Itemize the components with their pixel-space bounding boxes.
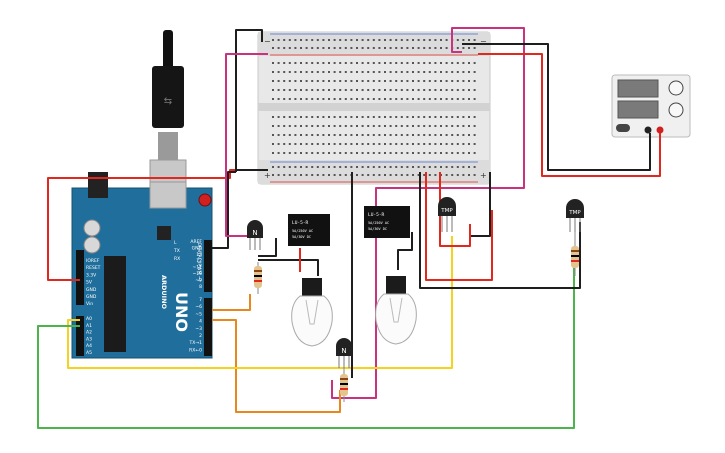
digital-pin-label-bottom-1: ~6 xyxy=(195,304,202,310)
wire-psu-positive[interactable] xyxy=(478,53,661,177)
negative-terminal-icon[interactable] xyxy=(644,126,652,134)
analog-pin-label-0: A0 xyxy=(86,316,92,322)
relay-1-name: LU-5-R xyxy=(292,220,309,226)
digital-pin-label-top-6: ~9 xyxy=(195,277,202,283)
digital-header-top xyxy=(204,240,212,292)
analog-pin-label-1: A1 xyxy=(86,323,92,329)
relay-2[interactable]: LU-5-R 5A/250V AC 5A/30V DC xyxy=(364,206,410,238)
wire-green[interactable] xyxy=(37,250,575,429)
digital-pin-label-bottom-4: ~3 xyxy=(195,326,202,332)
digital-pin-label-top-7: 8 xyxy=(199,284,202,290)
digital-pin-label-bottom-3: 4 xyxy=(199,319,202,325)
resistor-3[interactable] xyxy=(571,232,579,276)
power-pin-label-3: 5V xyxy=(86,280,93,286)
tx-led-label: TX xyxy=(173,248,180,254)
wire-magenta-left[interactable] xyxy=(225,53,268,237)
rx-led-label: RX xyxy=(174,256,180,262)
digital-pin-label-bottom-0: 7 xyxy=(199,297,202,303)
temp-sensor-2[interactable]: TMP xyxy=(566,199,584,232)
power-pin-label-0: IOREF xyxy=(86,258,100,264)
analog-pin-label-4: A4 xyxy=(86,343,92,349)
wire-gnd[interactable] xyxy=(212,171,236,249)
digital-pin-label-bottom-6: TX→1 xyxy=(189,340,203,346)
usb-cable: ⇆ xyxy=(149,30,187,191)
power-pin-label-2: 3.3V xyxy=(86,272,97,278)
analog-pin-label-5: A5 xyxy=(86,350,92,356)
wire-yellow[interactable] xyxy=(67,236,453,369)
digital-label: DIGITAL (PWM ~) xyxy=(196,243,202,282)
transistor-1[interactable]: N xyxy=(247,220,263,250)
digital-pin-label-bottom-7: RX←0 xyxy=(189,347,202,353)
power-pin-label-4: GND xyxy=(86,287,97,293)
light-bulb-2[interactable] xyxy=(375,276,417,345)
wire-black-tmp1[interactable] xyxy=(470,172,491,237)
temp-sensor-1[interactable]: TMP xyxy=(438,197,456,232)
digital-pin-label-bottom-5: 2 xyxy=(199,333,202,339)
transistor-2-label: N xyxy=(341,347,346,355)
power-pin-label-5: GND xyxy=(86,294,97,300)
breadboard-minus-label-right: − xyxy=(480,37,487,46)
transistor-1-label: N xyxy=(252,229,257,237)
power-switch[interactable] xyxy=(616,124,630,132)
temp-sensor-1-label: TMP xyxy=(440,208,453,214)
relay-1-rating-dc: 5A/30V DC xyxy=(292,235,311,239)
breadboard[interactable]: − − + + xyxy=(257,31,491,185)
digital-pin-label-top-2: 13 xyxy=(196,252,202,258)
usb-port xyxy=(149,181,187,209)
l-led-label: L xyxy=(174,240,177,246)
digital-pin-label-top-5: ~10 xyxy=(193,271,203,277)
relay-1-rating-ac: 5A/250V AC xyxy=(292,229,313,233)
wire-red-sensor[interactable] xyxy=(425,172,493,281)
breadboard-plus-label-right: + xyxy=(480,171,487,180)
digital-pin-label-bottom-2: ~5 xyxy=(195,311,202,317)
wire-gnd-bottom[interactable] xyxy=(235,169,268,172)
digital-pin-label-top-3: 12 xyxy=(196,258,202,264)
breadboard-minus-label: − xyxy=(264,37,271,46)
board-model-label: UNO xyxy=(172,292,191,332)
relay-2-name: LU-5-R xyxy=(368,212,385,218)
reset-button[interactable] xyxy=(198,193,212,207)
digital-pin-label-top-0: AREF xyxy=(190,239,202,245)
arduino-board[interactable]: UNO ARDUINO DIGITAL (PWM ~) TX RX L IORE… xyxy=(71,172,213,359)
wire-orange-1[interactable] xyxy=(212,294,251,311)
wire-orange-2[interactable] xyxy=(212,319,341,413)
breadboard-plus-label: + xyxy=(264,171,271,180)
digital-pin-label-top-1: GND xyxy=(192,245,203,251)
dc-jack xyxy=(88,172,108,198)
relay-2-rating-ac: 5A/250V AC xyxy=(368,221,389,225)
resistor-1[interactable] xyxy=(254,262,262,294)
wire-black-bulb2[interactable] xyxy=(397,232,413,270)
transistor-2[interactable]: N xyxy=(336,338,352,368)
positive-terminal-icon[interactable] xyxy=(656,126,664,134)
light-bulb-1[interactable] xyxy=(291,278,333,347)
temp-sensor-2-label: TMP xyxy=(568,210,581,216)
wire-black-t1[interactable] xyxy=(258,238,277,257)
power-pin-label-6: Vin xyxy=(86,301,93,307)
analog-header xyxy=(76,316,84,356)
current-knob-icon[interactable] xyxy=(668,102,684,118)
power-pin-label-1: RESET xyxy=(86,265,101,271)
wire-psu-negative[interactable] xyxy=(462,43,651,171)
microcontroller-chip xyxy=(104,256,126,352)
board-name-label: ARDUINO xyxy=(160,275,168,310)
analog-pin-label-3: A3 xyxy=(86,336,92,342)
voltage-knob-icon[interactable] xyxy=(668,80,684,96)
digital-header-bottom xyxy=(204,298,212,356)
digital-pin-label-top-4: ~11 xyxy=(193,265,203,271)
wire-gnd-rail[interactable] xyxy=(235,29,263,172)
wire-black-bulb1[interactable] xyxy=(258,259,319,276)
relay-1[interactable]: LU-5-R 5A/250V AC 5A/30V DC xyxy=(288,214,330,246)
relay-2-rating-dc: 5A/30V DC xyxy=(368,227,387,231)
wire-magenta-right[interactable] xyxy=(331,27,525,399)
power-supply[interactable] xyxy=(611,74,691,138)
usb-icon: ⇆ xyxy=(164,96,172,107)
analog-pin-label-2: A2 xyxy=(86,330,92,336)
power-header xyxy=(76,250,84,305)
resistor-2[interactable] xyxy=(340,368,348,402)
wire-black-sensor[interactable] xyxy=(419,172,581,289)
